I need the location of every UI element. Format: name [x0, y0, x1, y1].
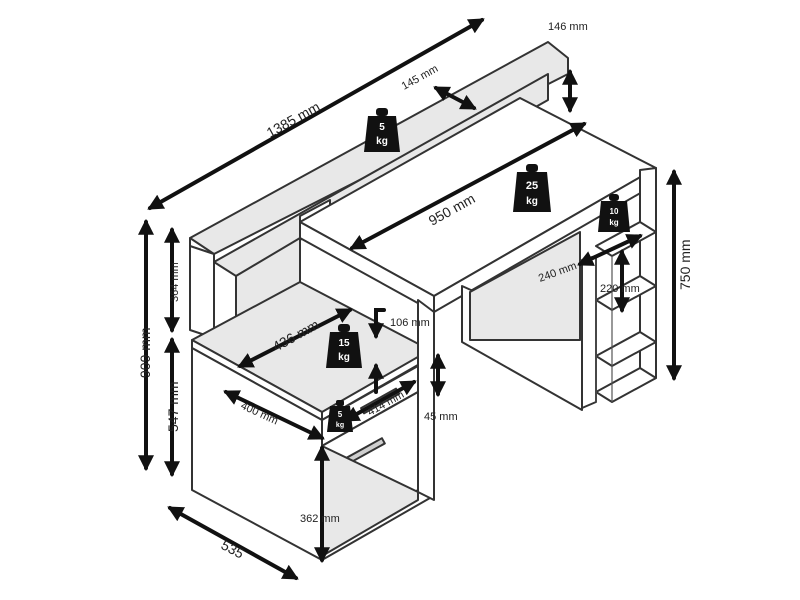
weight-icon: 5 kg — [327, 400, 353, 432]
label-top-shelf-height: 146 mm — [548, 21, 588, 33]
right-unit-side — [581, 255, 597, 409]
label-lower-height: 547 mm — [165, 381, 181, 432]
right-shelf-bottom — [595, 367, 657, 403]
label-depth: 535 — [219, 537, 247, 562]
weight-value: 15 — [338, 338, 350, 349]
label-drawer-height: 45 mm — [424, 411, 458, 423]
hutch-left-panel — [189, 245, 215, 339]
right-unit-inner — [469, 231, 581, 341]
weight-icon: 25 kg — [513, 164, 551, 212]
weight-unit: kg — [609, 218, 618, 227]
dimension-arrows — [138, 18, 682, 580]
label-desk-height: 750 mm — [677, 239, 693, 290]
label-shelf-spacing: 220 mm — [600, 283, 640, 295]
desk-drawing — [189, 41, 657, 561]
weight-value: 25 — [526, 180, 538, 192]
weight-icon: 10 kg — [598, 194, 630, 232]
label-drawer-top-gap: 106 mm — [390, 317, 430, 329]
weight-unit: kg — [336, 422, 344, 429]
weight-value: 5 — [379, 122, 385, 133]
right-shelf-3 — [595, 331, 657, 367]
label-total-width: 1385 mm — [264, 98, 323, 140]
weight-unit: kg — [526, 196, 538, 207]
weight-icon: 5 kg — [364, 108, 400, 152]
weight-unit: kg — [338, 352, 350, 363]
label-upper-height: 364 mm — [169, 262, 181, 302]
weight-value: 10 — [610, 207, 619, 216]
weight-value: 5 — [338, 410, 343, 419]
left-cabinet-vertical-divider — [417, 299, 435, 501]
weight-unit: kg — [376, 136, 388, 147]
weight-icons: 5 kg 25 kg 10 kg 15 kg 5 kg — [326, 108, 630, 432]
label-cabinet-inner-height: 362 mm — [300, 513, 340, 525]
weight-icon: 15 kg — [326, 324, 362, 368]
label-total-height: 909 mm — [137, 327, 153, 378]
